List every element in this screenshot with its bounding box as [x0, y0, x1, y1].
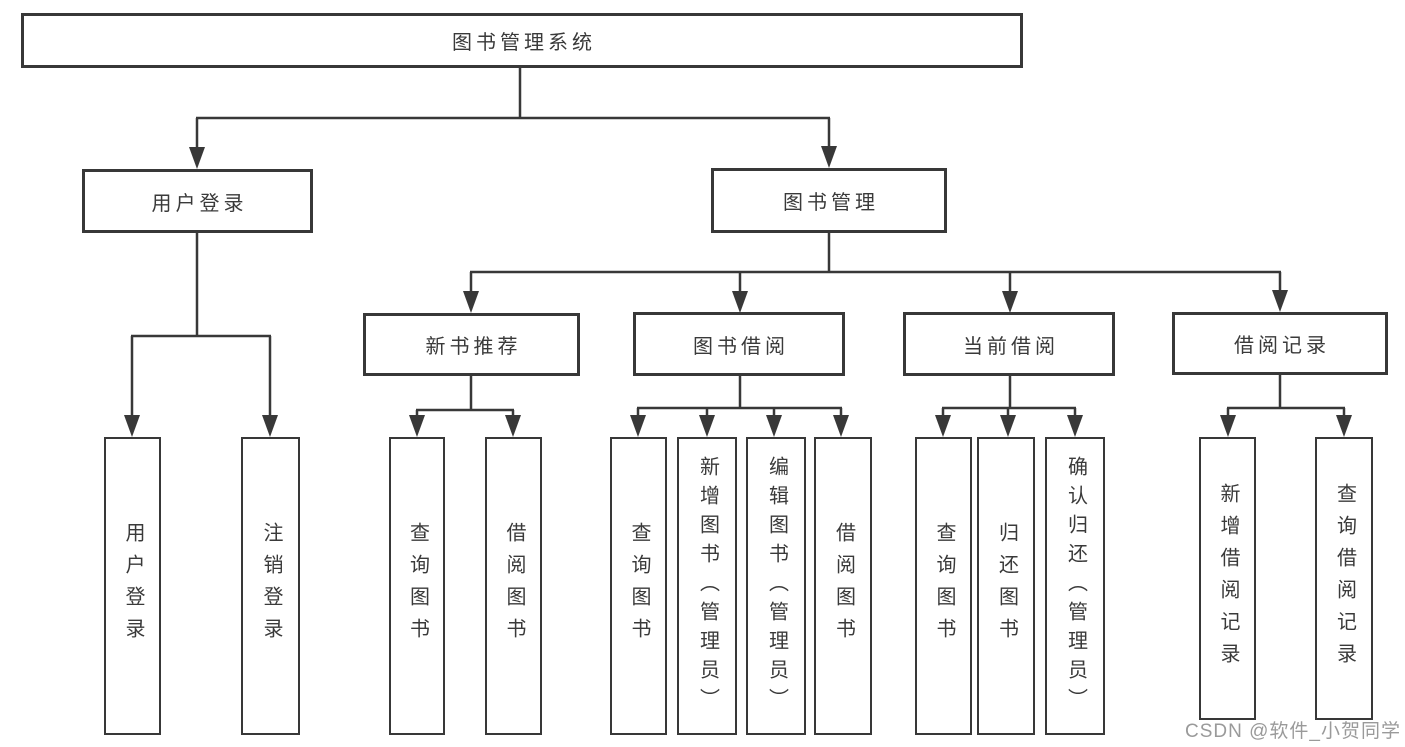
- arrowhead: [1220, 415, 1236, 437]
- leaf-return-books: 归还图书: [977, 437, 1035, 735]
- node-label: 借阅记录: [1234, 335, 1330, 357]
- node-label: 新增图书（管理员）: [696, 455, 719, 717]
- connector-root-to-level2: [195, 68, 831, 152]
- arrowhead: [1067, 415, 1083, 437]
- arrowhead: [766, 415, 782, 437]
- node-book-borrow: 图书借阅: [633, 312, 845, 376]
- arrowhead: [821, 146, 837, 168]
- leaf-query-books-borrow: 查询图书: [610, 437, 667, 735]
- leaf-add-books-admin: 新增图书（管理员）: [677, 437, 737, 735]
- node-library-management-system: 图书管理系统: [21, 13, 1023, 68]
- arrowhead: [1336, 415, 1352, 437]
- leaf-edit-books-admin: 编辑图书（管理员）: [746, 437, 806, 735]
- connector-new-book-recommend-to-leaves: [415, 376, 515, 420]
- node-new-book-recommend: 新书推荐: [363, 313, 580, 376]
- node-label: 图书管理: [783, 192, 879, 214]
- node-label: 借阅图书: [503, 522, 525, 650]
- node-label: 新增借阅记录: [1217, 482, 1239, 675]
- node-label: 用户登录: [151, 192, 248, 215]
- leaf-query-borrow-record: 查询借阅记录: [1315, 437, 1373, 720]
- node-label: 当前借阅: [963, 335, 1059, 358]
- leaf-borrow-books-recommend: 借阅图书: [485, 437, 542, 735]
- arrowhead: [833, 415, 849, 437]
- leaf-user-login: 用户登录: [104, 437, 161, 735]
- leaf-borrow-books: 借阅图书: [814, 437, 872, 735]
- node-label: 图书管理系统: [452, 32, 596, 54]
- arrowhead: [124, 415, 140, 437]
- arrowhead: [463, 291, 479, 313]
- arrowhead: [189, 147, 205, 169]
- node-user-login: 用户登录: [82, 169, 313, 233]
- connector-user-login-to-leaves: [130, 233, 272, 420]
- node-label: 用户登录: [122, 522, 144, 650]
- leaf-add-borrow-record: 新增借阅记录: [1199, 437, 1256, 720]
- node-label: 编辑图书（管理员）: [765, 455, 788, 717]
- arrowhead: [935, 415, 951, 437]
- node-current-borrow: 当前借阅: [903, 312, 1115, 376]
- node-label: 新书推荐: [425, 336, 522, 358]
- connector-book-management-to-level3: [469, 233, 1282, 295]
- arrowhead: [409, 415, 425, 437]
- node-book-management: 图书管理: [711, 168, 947, 233]
- node-label: 图书借阅: [693, 335, 789, 358]
- node-label: 借阅图书: [832, 522, 855, 650]
- arrowheads: [124, 146, 1352, 437]
- node-borrow-records: 借阅记录: [1172, 312, 1388, 375]
- leaf-logout: 注销登录: [241, 437, 300, 735]
- node-label: 查询借阅记录: [1333, 482, 1356, 675]
- node-label: 查询图书: [406, 522, 429, 650]
- arrowhead: [505, 415, 521, 437]
- node-label: 查询图书: [933, 522, 955, 650]
- arrowhead: [1000, 415, 1016, 437]
- leaf-confirm-return-admin: 确认归还（管理员）: [1045, 437, 1105, 735]
- arrowhead: [262, 415, 278, 437]
- arrowhead: [732, 291, 748, 313]
- arrowhead: [1002, 291, 1018, 313]
- leaf-query-books-current: 查询图书: [915, 437, 972, 735]
- arrowhead: [1272, 290, 1288, 312]
- arrowhead: [630, 415, 646, 437]
- node-label: 查询图书: [628, 522, 650, 650]
- connector-borrow-records-to-leaves: [1226, 375, 1346, 420]
- connector-book-borrow-to-leaves: [636, 376, 843, 420]
- leaf-query-books-recommend: 查询图书: [389, 437, 445, 735]
- csdn-watermark: CSDN @软件_小贺同学: [1185, 721, 1401, 742]
- node-label: 确认归还（管理员）: [1064, 455, 1087, 717]
- node-label: 归还图书: [995, 522, 1018, 650]
- connector-current-borrow-to-leaves: [941, 376, 1077, 420]
- arrowhead: [699, 415, 715, 437]
- node-label: 注销登录: [260, 522, 282, 650]
